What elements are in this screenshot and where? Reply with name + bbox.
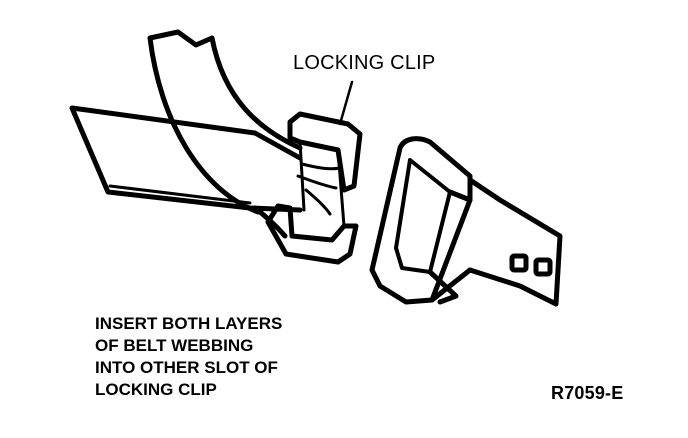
upper-webbing-fold xyxy=(252,205,288,239)
tongue-slot-right xyxy=(533,257,553,277)
lower-webbing-edge xyxy=(108,184,252,205)
locking-clip-label: LOCKING CLIP xyxy=(293,52,436,74)
locking-clip-upper-slot xyxy=(287,111,363,193)
latch-plate-tongue-bottom xyxy=(429,267,473,303)
figure-id: R7059-E xyxy=(551,383,624,403)
instruction-line: LOCKING CLIP xyxy=(95,380,217,399)
latch-plate-tongue xyxy=(467,177,563,307)
upper-webbing-layer xyxy=(147,29,303,215)
webbing-through-clip xyxy=(296,162,342,216)
tongue-slot-left xyxy=(509,253,529,273)
latch-plate-window xyxy=(394,158,452,274)
instruction-line: OF BELT WEBBING xyxy=(95,336,254,355)
instruction-text: INSERT BOTH LAYERS OF BELT WEBBING INTO … xyxy=(95,313,282,401)
latch-plate-bar xyxy=(427,189,473,305)
callout-leader-line xyxy=(338,80,354,126)
instruction-line: INTO OTHER SLOT OF xyxy=(95,358,278,377)
latch-plate-frame xyxy=(369,136,473,305)
instruction-line: INSERT BOTH LAYERS xyxy=(95,314,283,333)
